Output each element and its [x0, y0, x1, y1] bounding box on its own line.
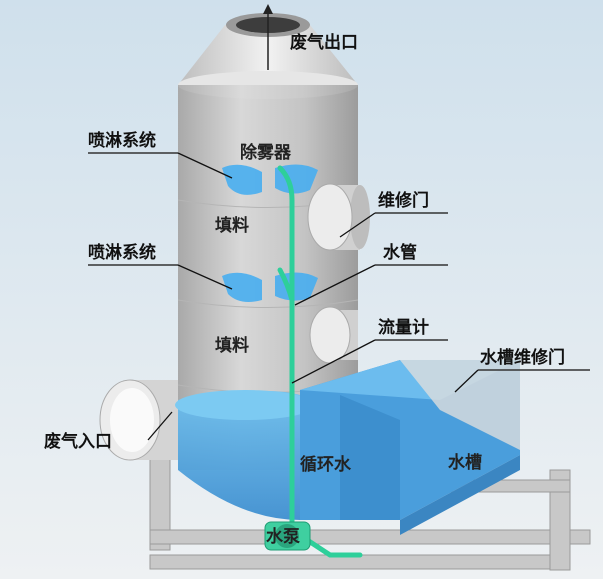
label-packing-2: 填料 [215, 335, 249, 356]
label-packing-1: 填料 [215, 215, 249, 236]
circulating-water-area [178, 391, 300, 520]
label-exhaust-inlet: 废气入口 [44, 431, 112, 452]
water-pump [264, 521, 311, 551]
base-frame [149, 454, 591, 571]
label-circulating-water: 循环水 [300, 454, 352, 475]
maintenance-door-lower [309, 306, 358, 364]
label-water-tank: 水槽 [448, 452, 482, 473]
label-flow-meter: 流量计 [378, 317, 429, 338]
label-tank-maintenance-door: 水槽维修门 [480, 347, 565, 368]
water-pipe [277, 165, 363, 558]
arrow-up-icon [263, 4, 273, 14]
label-water-pipe: 水管 [383, 242, 417, 263]
label-maintenance-door: 维修门 [378, 190, 429, 211]
label-demister: 除雾器 [240, 142, 292, 163]
inlet-pipe [99, 379, 190, 461]
label-exhaust-outlet: 废气出口 [290, 32, 358, 53]
maintenance-door-upper [307, 183, 370, 251]
water-tank [300, 360, 520, 535]
label-water-pump: 水泵 [266, 526, 300, 547]
label-spray-system-2: 喷淋系统 [88, 242, 156, 263]
label-spray-system-1: 喷淋系统 [88, 130, 156, 151]
